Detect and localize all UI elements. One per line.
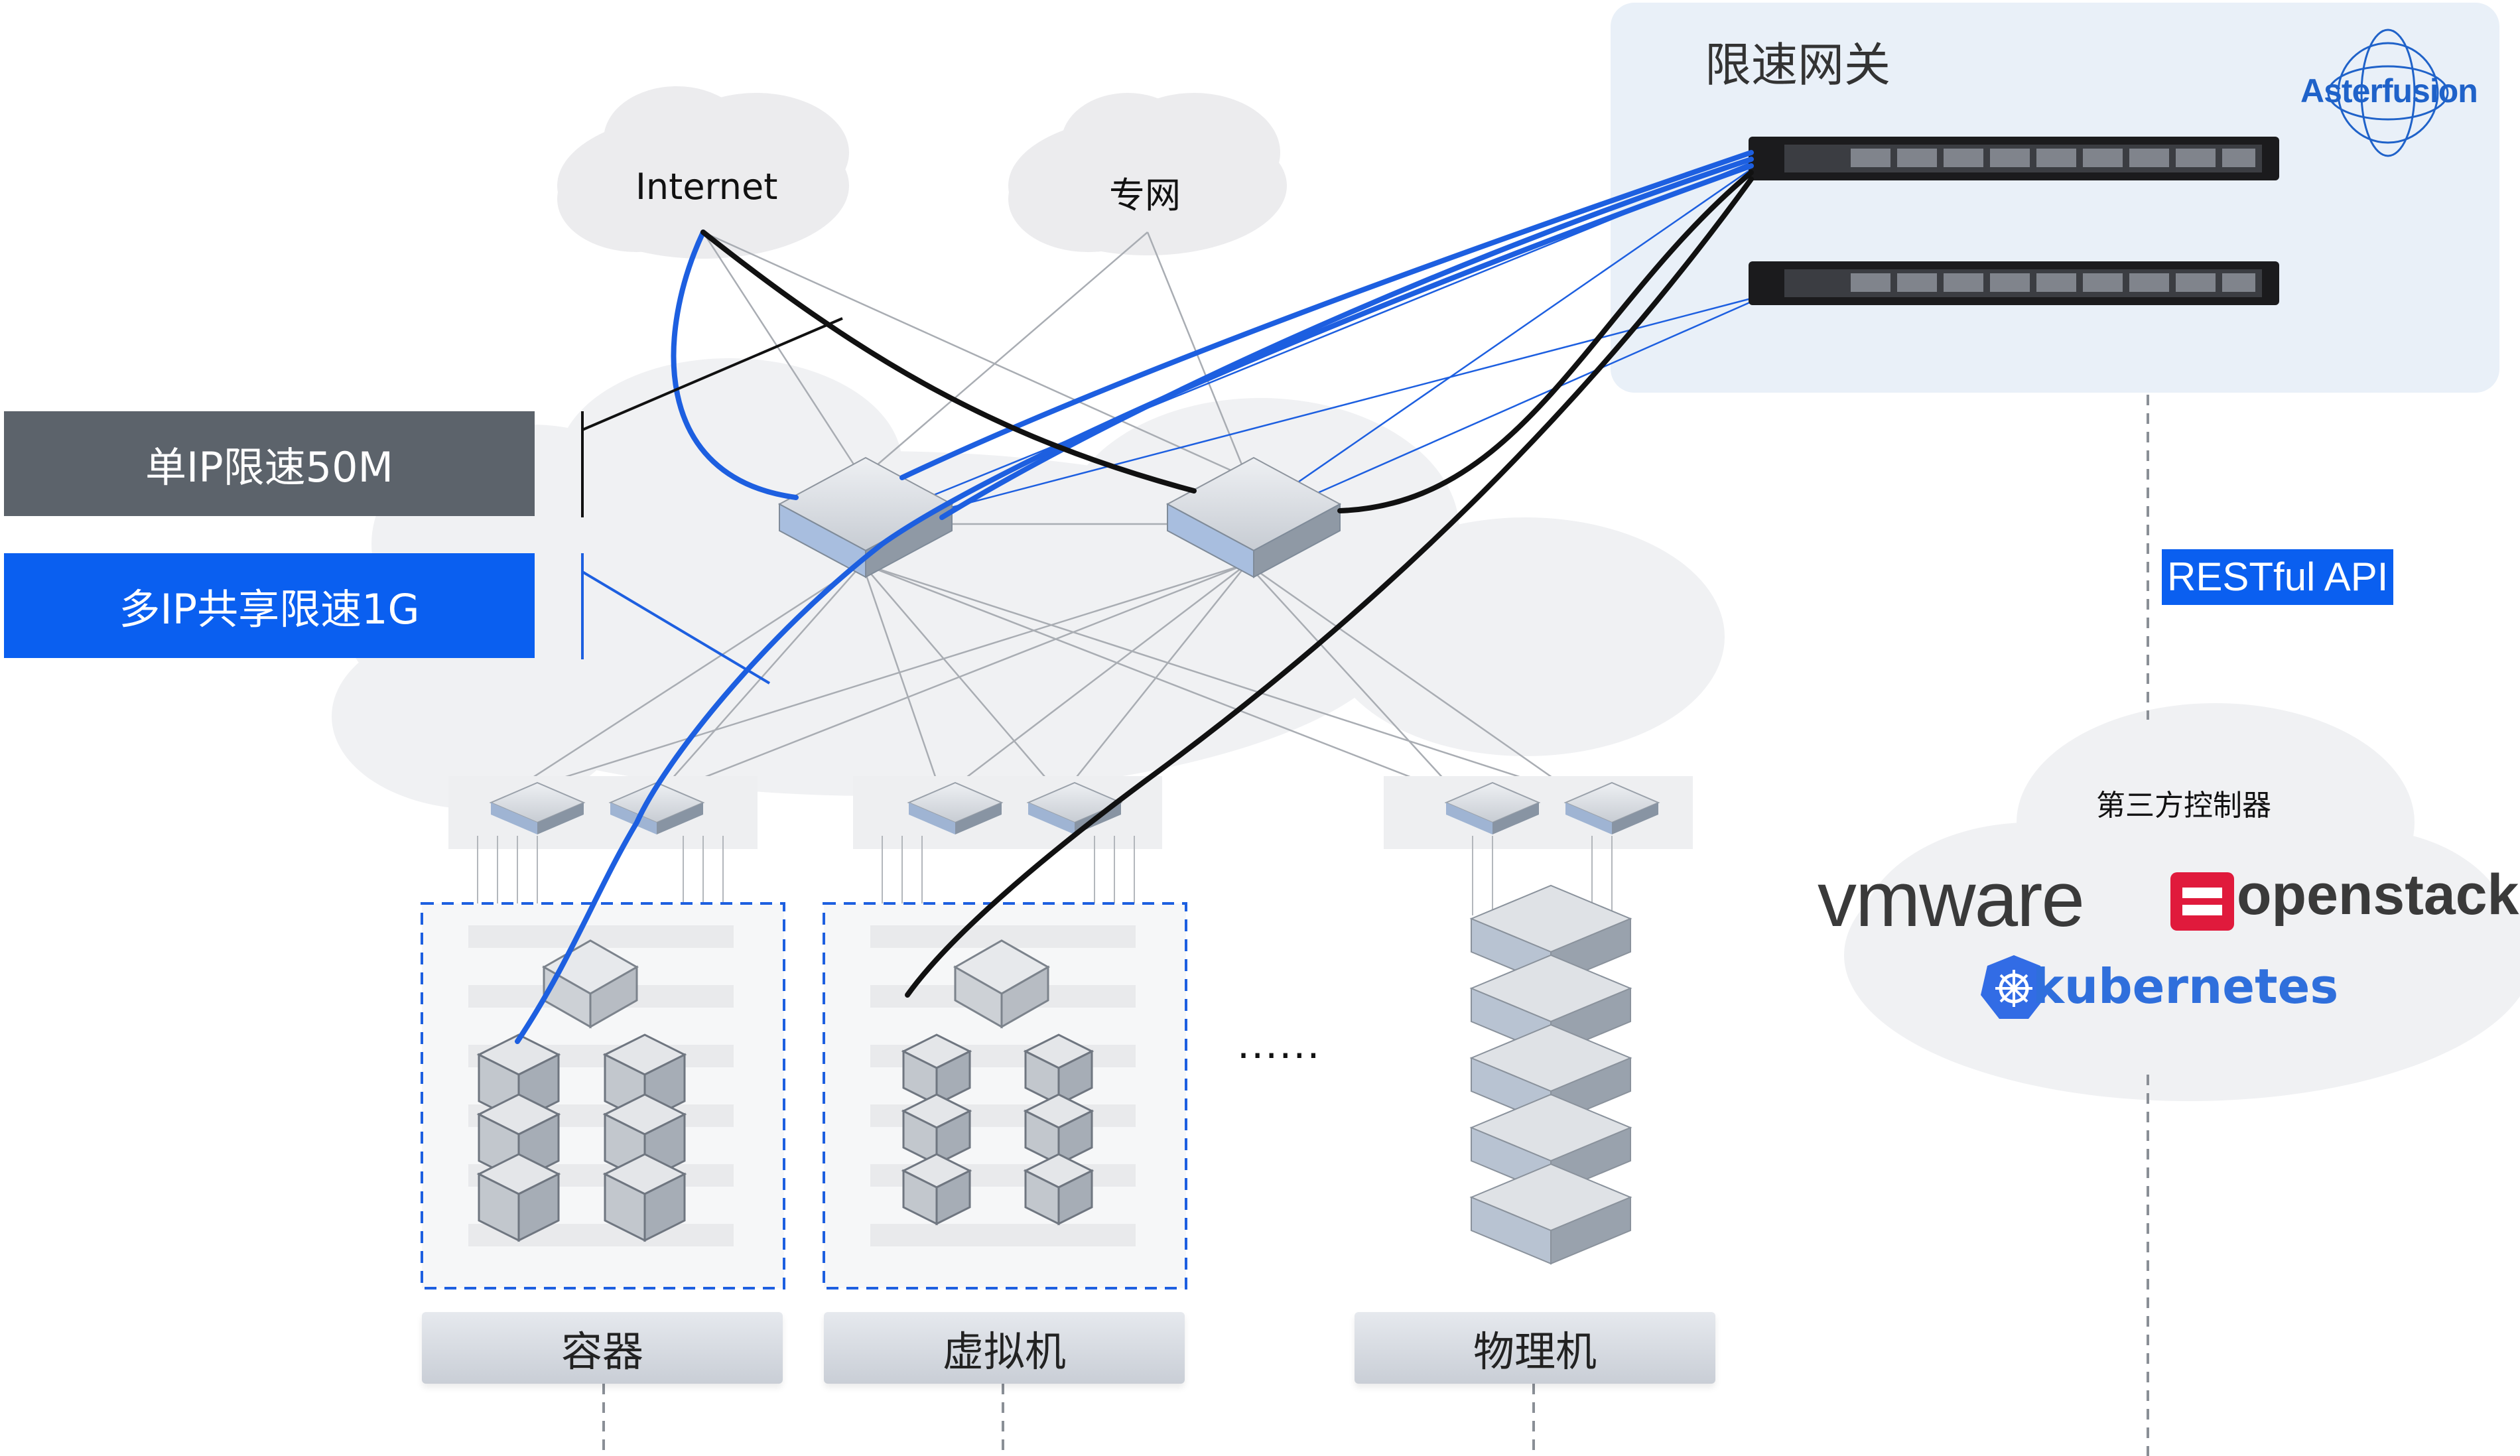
core-switch-right bbox=[1165, 456, 1342, 578]
internet-label: Internet bbox=[635, 166, 778, 208]
gateway-device-1 bbox=[1749, 137, 2279, 180]
brand-logo-text: Asterfusion bbox=[2300, 72, 2478, 109]
thick-black-links bbox=[700, 170, 1754, 998]
internet-cloud bbox=[557, 86, 849, 259]
container-label: 容器 bbox=[422, 1312, 783, 1384]
gateway-title: 限速网关 bbox=[1705, 38, 1890, 92]
private-net-label: 专网 bbox=[1109, 174, 1181, 216]
vm-cubes bbox=[901, 1033, 1094, 1226]
vm-label: 虚拟机 bbox=[824, 1312, 1185, 1384]
mesh-links bbox=[503, 231, 1579, 797]
physical-label: 物理机 bbox=[1355, 1312, 1715, 1384]
asterfusion-logo-icon bbox=[2327, 29, 2449, 157]
thick-blue-links bbox=[515, 150, 1754, 1044]
kubernetes-logo: kubernetes bbox=[2032, 959, 2339, 1014]
vswitch-vm bbox=[953, 939, 1051, 1029]
background-cloud bbox=[332, 358, 1725, 809]
vmware-logo: vmware bbox=[1818, 856, 2085, 943]
policy-multi-ip: 多IP共享限速1G bbox=[4, 553, 535, 658]
private-net-cloud bbox=[1008, 93, 1287, 255]
access-switches bbox=[489, 781, 1660, 834]
controllers-cloud bbox=[1844, 703, 2520, 1101]
policy-single-ip: 单IP限速50M bbox=[4, 411, 535, 516]
openstack-logo: openstack. bbox=[2237, 863, 2520, 927]
access-stubs bbox=[477, 836, 1613, 915]
gateway-device-2 bbox=[1749, 261, 2279, 305]
physical-server-stack bbox=[1469, 884, 1632, 1265]
kubernetes-icon bbox=[1981, 955, 2047, 1019]
container-cubes bbox=[476, 1033, 687, 1242]
controllers-title: 第三方控制器 bbox=[2096, 789, 2271, 823]
policy-brackets bbox=[581, 317, 843, 685]
openstack-icon bbox=[2170, 872, 2234, 931]
ellipsis: ...... bbox=[1237, 1022, 1321, 1068]
restful-api-label: RESTful API bbox=[2162, 549, 2394, 605]
control-dashed-lines bbox=[602, 395, 2149, 1456]
